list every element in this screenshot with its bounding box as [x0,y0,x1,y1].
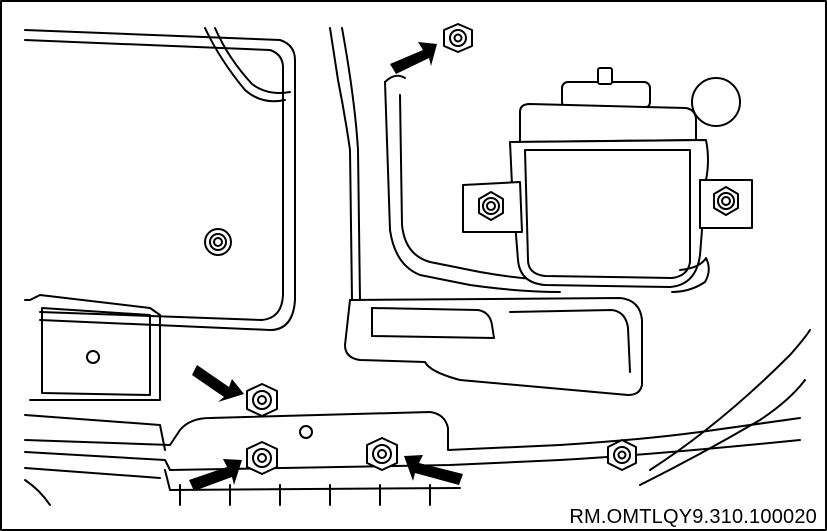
bolt-top [443,23,473,53]
body-panel-upper-left [24,27,296,331]
bolt-lower-center [366,437,398,471]
lower-left-panel [24,294,166,451]
callout-arrow-top [390,42,437,74]
callout-arrow-lower-center [404,455,463,485]
panel-stud-bolt [204,228,232,256]
bolt-middle-left [246,383,278,417]
bolt-lower-left [246,441,278,475]
lower-subframe [24,329,811,506]
reference-code: RM.OMTLQY9.310.100020 [565,505,819,527]
reservoir-tank [509,67,741,293]
bolt-lower-right [607,439,637,471]
callout-arrow-middle-left [192,365,244,402]
reservoir-mount-left [462,181,523,233]
reservoir-bracket [344,297,643,396]
callout-arrow-lower-left [189,459,242,491]
reservoir-mount-right [699,179,753,229]
